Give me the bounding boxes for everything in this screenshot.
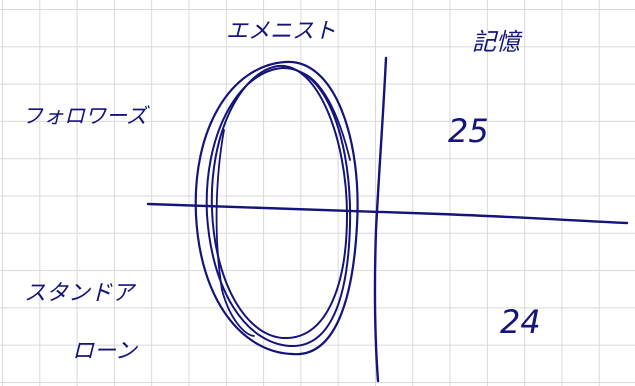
- value-upper-right: 25: [448, 112, 489, 150]
- scribbled-ellipse: [194, 60, 359, 356]
- label-left-lower-line1: スタンドア: [24, 281, 137, 306]
- label-top-center: エメニスト: [226, 19, 336, 44]
- horizontal-axis: [146, 202, 629, 225]
- vertical-axis: [373, 56, 388, 383]
- label-left-upper: フォロワーズ: [22, 104, 150, 128]
- value-lower-right: 24: [500, 303, 541, 341]
- label-left-lower-line2: ローン: [72, 339, 139, 364]
- label-top-right: 記憶: [472, 28, 523, 56]
